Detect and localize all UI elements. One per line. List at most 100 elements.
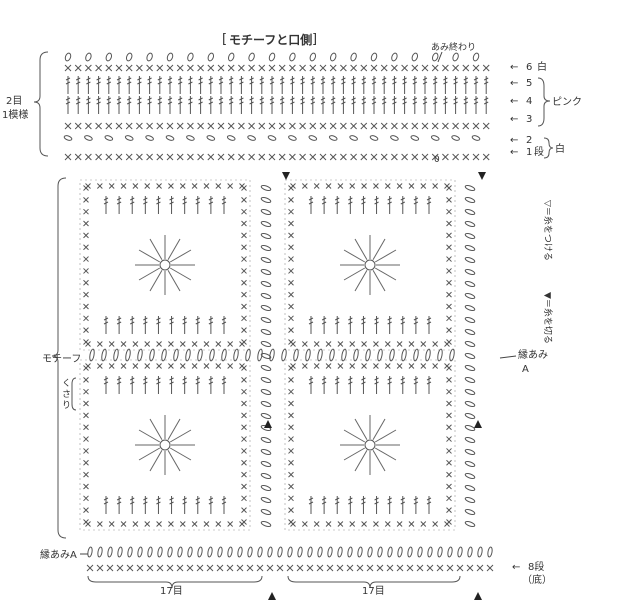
dc-stitch (443, 101, 448, 105)
dc-stitch (195, 497, 201, 501)
join-chain-loop (305, 348, 311, 362)
dc-stitch (239, 97, 244, 101)
sc-symbol (125, 64, 133, 72)
attach-legend: ▽＝糸をつける (542, 200, 554, 261)
dc-stitch (156, 381, 161, 385)
sc-symbol (288, 436, 294, 442)
cut-marker-mid-left (264, 420, 272, 428)
dc-stitch (321, 197, 327, 201)
sc-symbol (288, 196, 294, 203)
sc-symbol (83, 220, 89, 227)
sc-symbol (289, 153, 296, 161)
dc-stitch (279, 97, 285, 101)
dc-stitch (361, 77, 367, 81)
row-num-4: 4 (526, 96, 532, 107)
sc-symbol (476, 564, 484, 572)
sc-symbol (241, 303, 247, 310)
sc-symbol (166, 64, 174, 72)
sc-symbol (83, 483, 89, 490)
dc-stitch (290, 97, 295, 101)
dc-stitch (330, 101, 336, 105)
sc-symbol (156, 341, 162, 347)
dc-stitch (400, 501, 406, 505)
dc-stitch (188, 101, 193, 105)
sc-symbol (136, 564, 144, 572)
dc-stitch (426, 317, 432, 321)
sc-symbol (125, 153, 133, 161)
dc-stitch (432, 77, 438, 81)
pink-loop (350, 52, 357, 62)
motif-grid (79, 179, 494, 572)
edge-loop (347, 546, 353, 558)
sc-symbol (168, 521, 174, 527)
dc-stitch (374, 381, 379, 385)
sc-symbol (384, 341, 391, 347)
dc-stitch (387, 321, 392, 325)
dc-stitch (422, 97, 428, 101)
dc-stitch (361, 101, 367, 105)
dc-stitch (374, 321, 379, 325)
join-chain-loop (464, 376, 476, 384)
dc-stitch (413, 501, 419, 505)
sc-symbol (384, 183, 391, 189)
sc-symbol (191, 183, 198, 189)
dc-stitch (195, 501, 201, 505)
dc-stitch (387, 501, 392, 505)
sc-symbol (266, 564, 274, 572)
dc-stitch (169, 377, 174, 381)
sc-symbol (120, 521, 127, 527)
sc-symbol (241, 388, 247, 395)
dc-stitch (320, 97, 326, 101)
dc-stitch (198, 77, 203, 81)
dc-stitch (75, 101, 81, 105)
pink-loop (329, 52, 337, 62)
dc-stitch (321, 501, 327, 505)
join-chain-loop (161, 348, 167, 362)
dc-stitch (129, 197, 135, 201)
sc-symbol (241, 400, 247, 407)
dc-stitch (116, 377, 122, 381)
join-chain-loop (464, 364, 476, 372)
pink-loop (431, 52, 439, 62)
dc-stitch (387, 377, 392, 381)
dc-stitch (443, 97, 448, 101)
sc-symbol (156, 153, 164, 161)
sc-symbol (408, 363, 415, 369)
join-chain-loop (260, 460, 272, 468)
motif-center-spoke (167, 418, 181, 441)
dc-stitch (269, 81, 275, 85)
pink-label: ピンク (552, 96, 582, 108)
edge-loop (287, 546, 293, 558)
edge-loop (487, 546, 493, 558)
sc-symbol (370, 64, 378, 72)
sc-symbol (136, 122, 143, 130)
dc-stitch (188, 97, 193, 101)
count-bracket-right (287, 575, 461, 589)
chain-loop (145, 135, 154, 141)
dc-stitch (374, 317, 379, 321)
sc-symbol (203, 341, 210, 347)
dc-stitch (374, 377, 379, 381)
chain-loop (226, 135, 236, 141)
dc-stitch (341, 97, 346, 101)
dc-stitch (483, 77, 489, 81)
dc-stitch (156, 317, 161, 321)
sc-symbol (227, 521, 234, 527)
join-chain-loop (464, 316, 476, 324)
dc-stitch (483, 97, 489, 101)
sc-symbol (241, 448, 247, 454)
sc-symbol (360, 64, 368, 72)
sc-symbol (248, 122, 255, 130)
dc-stitch (308, 201, 314, 205)
dc-stitch (249, 77, 254, 81)
dc-stitch (96, 77, 101, 81)
join-chain-loop (149, 348, 155, 362)
sc-symbol (156, 64, 164, 72)
dc-stitch (361, 377, 366, 381)
dc-stitch (413, 201, 419, 205)
edge-loop (297, 546, 303, 558)
row-num-2: 2 (526, 135, 532, 146)
sc-symbol (96, 341, 103, 347)
dc-stitch (320, 77, 326, 81)
